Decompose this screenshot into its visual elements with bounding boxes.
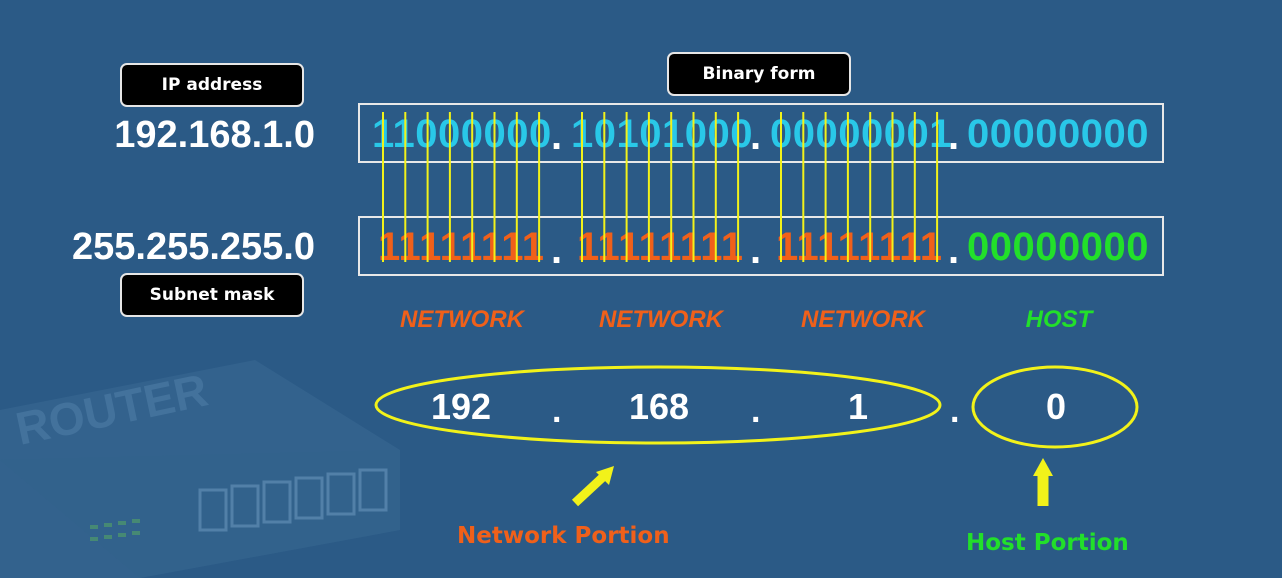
ip-binary-octet-1: 11000000 [372, 112, 552, 156]
binary-form-label: Binary form [667, 52, 851, 96]
host-portion-caption: Host Portion [966, 530, 1129, 556]
host-label: HOST [1025, 306, 1093, 333]
octet-separator: . [552, 392, 562, 430]
ip-binary-dot: . [948, 114, 960, 158]
mask-binary-octet-4: 00000000 [967, 225, 1149, 269]
arrow-up-right-icon [571, 466, 614, 507]
bit-connector-lines [382, 112, 939, 262]
ip-address-label: IP address [120, 63, 304, 107]
octet-separator: . [950, 392, 960, 430]
subnet-mask-label-text: Subnet mask [149, 285, 275, 305]
octet-separator: . [751, 392, 761, 430]
mask-binary-dot: . [551, 228, 563, 272]
octet-1: 192 [430, 386, 492, 427]
ip-decimal: 192.168.1.0 [114, 114, 315, 156]
arrow-up-icon [1033, 458, 1053, 506]
network-portion-caption: Network Portion [457, 523, 670, 549]
ip-binary-dot: . [750, 114, 762, 158]
ip-binary-dot: . [551, 114, 563, 158]
ip-address-label-text: IP address [161, 75, 263, 95]
mask-binary-dot: . [948, 228, 960, 272]
ip-binary-box [358, 103, 1164, 163]
mask-decimal: 255.255.255.0 [71, 226, 315, 268]
mask-binary-box [358, 216, 1164, 276]
ip-binary-octet-3: 00000001 [770, 112, 952, 156]
network-label-1: NETWORK [400, 306, 524, 333]
router-illustration: ROUTER [0, 360, 400, 578]
network-label-2: NETWORK [599, 306, 723, 333]
octet-2: 168 [628, 386, 690, 427]
ip-binary-octet-4: 00000000 [967, 112, 1149, 156]
network-label-3: NETWORK [801, 306, 925, 333]
mask-binary-dot: . [750, 228, 762, 272]
host-ellipse [971, 365, 1139, 449]
ip-binary-octet-2: 10101000 [571, 112, 753, 156]
binary-form-label-text: Binary form [702, 64, 816, 84]
network-ellipse [374, 365, 942, 445]
octet-4: 0 [1045, 386, 1067, 427]
octet-3: 1 [847, 386, 869, 427]
subnet-mask-label: Subnet mask [120, 273, 304, 317]
